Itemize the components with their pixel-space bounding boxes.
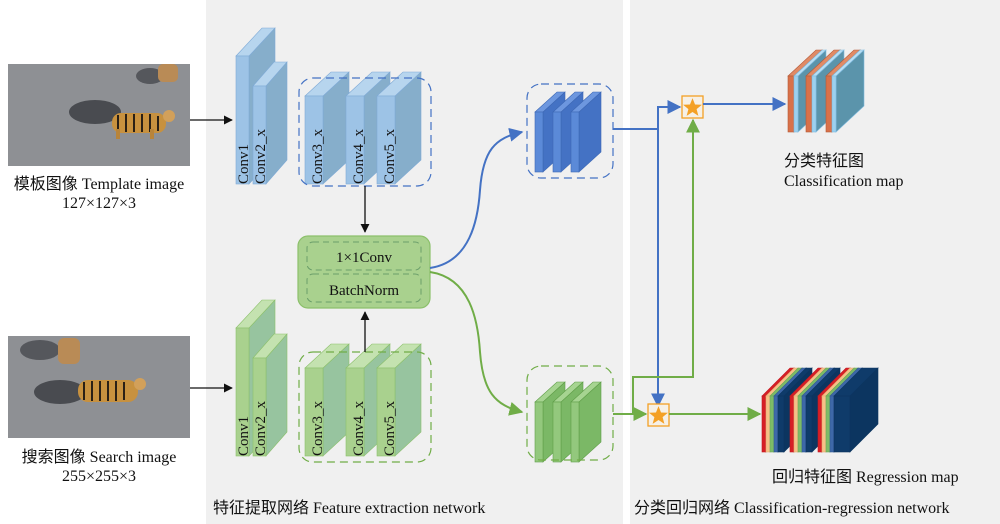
template-layer-conv3 <box>304 71 350 185</box>
search-backbone <box>235 299 422 457</box>
template-layer-label: Conv4_x <box>351 128 367 184</box>
cls-map-blue <box>831 49 865 133</box>
regression-map-label: 回归特征图 Regression map <box>772 468 959 486</box>
search-layer-conv5 <box>376 343 422 457</box>
template-image-size: 127×127×3 <box>62 195 136 212</box>
reg-feature-slice <box>570 381 602 463</box>
classification-map <box>787 49 865 133</box>
reg-feature-block <box>534 381 602 463</box>
reg-feature-group <box>526 365 614 461</box>
template-layer-label: Conv2_x <box>253 128 269 184</box>
adjust-batchnorm-label: BatchNorm <box>329 283 399 299</box>
search-layer-label: Conv1 <box>236 416 252 456</box>
template-image-label: 模板图像 Template image <box>14 175 184 193</box>
template-layer-label: Conv3_x <box>310 128 326 184</box>
reg-correlation-operator <box>647 403 670 427</box>
feature-extraction-title: 特征提取网络 Feature extraction network <box>213 498 485 517</box>
classification-map-label-en: Classification map <box>784 173 904 190</box>
reg-branch-curve <box>429 271 524 416</box>
reg-map-channel <box>833 367 879 453</box>
cls-feature-group <box>526 83 614 179</box>
search-layer-label: Conv4_x <box>351 400 367 456</box>
template-layer-label: Conv5_x <box>382 128 398 184</box>
template-backbone <box>235 27 422 185</box>
search-layer-label: Conv2_x <box>253 400 269 456</box>
search-layer-label: Conv5_x <box>382 400 398 456</box>
search-image <box>8 336 190 438</box>
template-layer-conv2 <box>252 61 288 185</box>
cls-to-top-star-line <box>613 100 682 130</box>
classification-regression-title: 分类回归网络 Classification-regression network <box>634 498 950 517</box>
cls-branch-curve <box>429 127 524 269</box>
template-layer-label: Conv1 <box>236 144 252 184</box>
search-image-size: 255×255×3 <box>62 468 136 485</box>
adjust-conv-label: 1×1Conv <box>336 250 392 266</box>
template-image <box>8 64 190 166</box>
cls-feature-block <box>534 91 602 173</box>
adjust-block <box>297 235 431 309</box>
reg-to-top-star-line <box>632 118 700 414</box>
search-layer-conv3 <box>304 343 350 457</box>
classification-map-label-cn: 分类特征图 <box>784 152 864 170</box>
cls-map-slice <box>825 49 865 133</box>
search-layer-conv2 <box>252 333 288 457</box>
cls-feature-slice <box>570 91 602 173</box>
reg-map-slice-group <box>817 367 879 453</box>
search-layer-label: Conv3_x <box>310 400 326 456</box>
regression-map <box>761 367 879 453</box>
search-image-label: 搜索图像 Search image <box>22 448 177 466</box>
cls-correlation-operator <box>681 95 704 119</box>
